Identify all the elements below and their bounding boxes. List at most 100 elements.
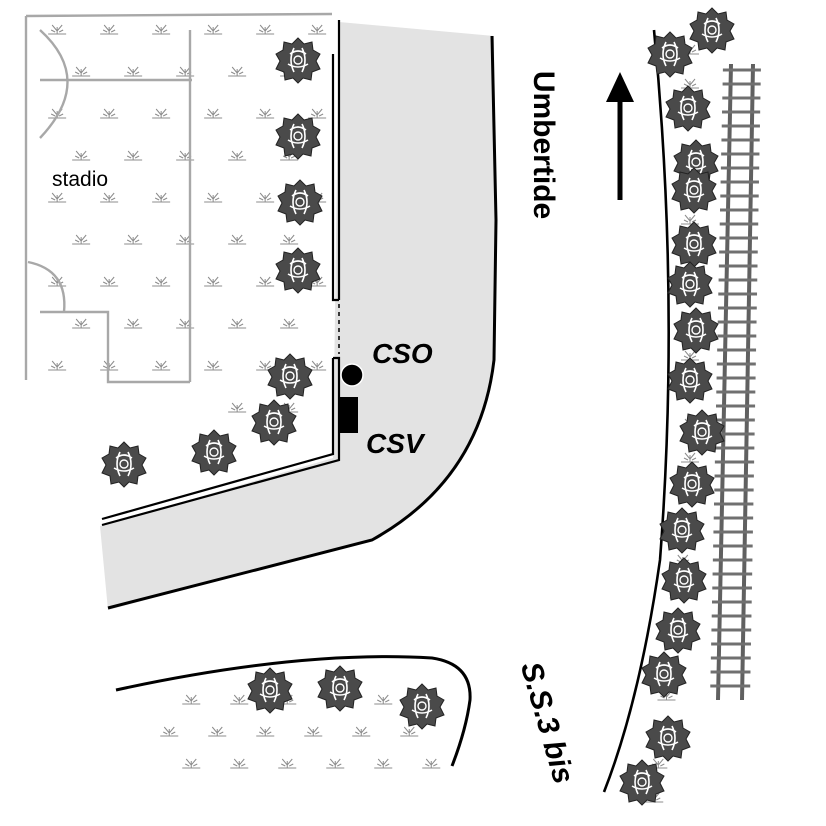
grass-tuft-icon [123, 150, 143, 161]
grass-tuft-icon [227, 66, 247, 77]
grass-tuft-icon [421, 758, 441, 769]
grass-tuft-icon [71, 66, 91, 77]
grass-tuft-icon [151, 192, 171, 203]
grass-tuft-icon [99, 108, 119, 119]
grass-tuft-icon [151, 108, 171, 119]
grass-tuft-icon [47, 360, 67, 371]
grass-tuft-icon [227, 402, 247, 413]
grass-tuft-icon [279, 234, 299, 245]
csv-label: CSV [366, 428, 424, 459]
grass-tuft-icon [680, 78, 700, 89]
lower-verge-edge [115, 655, 472, 767]
tree-icon [669, 461, 715, 508]
tree-icon [641, 651, 687, 698]
road-wall [101, 20, 341, 527]
grass-tuft-icon [227, 318, 247, 329]
grass-tuft-icon [351, 726, 371, 737]
grass-tuft-icon [159, 726, 179, 737]
grass-tuft-icon [175, 150, 195, 161]
grass-tuft-icon [175, 234, 195, 245]
cso-label: CSO [372, 338, 433, 369]
grass-tuft-icon [151, 24, 171, 35]
grass-tuft-icon [181, 758, 201, 769]
grass-tuft-icon [227, 234, 247, 245]
tree-icon [247, 667, 293, 714]
grass-tuft-icon [71, 318, 91, 329]
highway-line [602, 29, 670, 793]
tree-icon [191, 429, 237, 476]
grass-tuft-icon [255, 276, 275, 287]
grass-tuft-icon [151, 276, 171, 287]
grass-tuft-icon [255, 192, 275, 203]
grass-tuft-icon [203, 360, 223, 371]
direction-label: Umbertide [527, 70, 561, 220]
grass-tuft-icon [680, 452, 700, 463]
grass-tuft-icon [207, 726, 227, 737]
tree-icon [667, 261, 713, 308]
grass-tuft-icon [151, 360, 171, 371]
grass-tuft-icon [123, 66, 143, 77]
tree-icon [317, 665, 363, 712]
tree-icon [667, 357, 713, 404]
grass-tuft-icon [307, 24, 327, 35]
grass-tuft-icon [255, 108, 275, 119]
arrow-up-icon [606, 72, 634, 200]
tree-icon [665, 85, 711, 132]
csv-marker [340, 397, 358, 433]
grass-tuft-icon [203, 276, 223, 287]
stadium-label: stadio [52, 168, 109, 191]
grass-tuft-icon [99, 192, 119, 203]
grass-tuft-icon [307, 108, 327, 119]
tree-icon [645, 715, 691, 762]
grass-tuft-icon [71, 234, 91, 245]
grass-tuft-icon [203, 192, 223, 203]
grass-tuft-icon [71, 150, 91, 161]
grass-tuft-icon [203, 24, 223, 35]
grass-tuft-icon [307, 360, 327, 371]
grass-tuft-icon [47, 24, 67, 35]
railway [710, 63, 761, 701]
grass-tuft-icon [303, 726, 323, 737]
grass-tuft-icon [123, 318, 143, 329]
grass-tuft-icon [99, 24, 119, 35]
rail-line [740, 63, 755, 701]
grass-tuft-icon [325, 758, 345, 769]
tree-icon [655, 607, 701, 654]
tree-icon [277, 179, 323, 226]
grass-tuft-icon [47, 192, 67, 203]
grass-tuft-icon [373, 694, 393, 705]
grass-tuft-icon [123, 234, 143, 245]
grass-tuft-icon [175, 318, 195, 329]
stadium-area [24, 12, 333, 384]
grass-tuft-icon [277, 758, 297, 769]
rail-line [716, 63, 733, 701]
grass-tuft-icon [255, 24, 275, 35]
grass-tuft-icon [203, 108, 223, 119]
grass-tuft-icon [181, 694, 201, 705]
grass-tuft-icon [99, 276, 119, 287]
road [100, 22, 496, 610]
tree-icon [659, 507, 705, 554]
tree-icon [619, 759, 665, 806]
tree-icon [275, 113, 321, 160]
tree-icon [673, 307, 719, 354]
grass-tuft-icon [227, 150, 247, 161]
grass-tuft-icon [175, 66, 195, 77]
tree-icon [671, 221, 717, 268]
tree-icon [689, 7, 735, 54]
tree-icon [101, 441, 147, 488]
grass-tuft-icon [680, 214, 700, 225]
grass-tuft-icon [255, 726, 275, 737]
grass-tuft-icon [229, 758, 249, 769]
tree-icon [267, 353, 313, 400]
grass-tuft-icon [229, 694, 249, 705]
grass-tuft-icon [279, 318, 299, 329]
grass-tuft-icon [399, 726, 419, 737]
grass-tuft-icon [373, 758, 393, 769]
tree-icon [661, 557, 707, 604]
cso-marker [340, 363, 364, 387]
tree-icon [399, 683, 445, 730]
road-edge-right [107, 35, 498, 610]
